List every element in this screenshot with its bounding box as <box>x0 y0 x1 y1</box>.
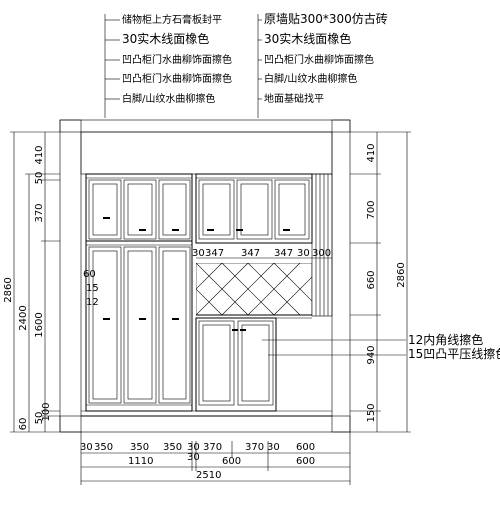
right-side-notes: 12内角线擦色 15凹凸平压线擦色 <box>408 333 500 361</box>
right-lower-cabinet <box>195 317 277 412</box>
dim-b-1110: 1110 <box>128 456 153 467</box>
dim-overall-height-right: 2860 <box>396 262 407 287</box>
floor-slab <box>59 415 351 433</box>
dim-15-inner: 15 <box>86 283 99 294</box>
side-slats <box>311 173 333 317</box>
note-wall-tile: 原墙贴300*300仿古砖 <box>264 11 388 26</box>
dim-410-left: 410 <box>34 145 45 164</box>
dim-1600-left: 1600 <box>34 312 45 337</box>
dim-mid-347b: 347 <box>241 248 260 259</box>
gypsum-board-soffit <box>80 131 333 175</box>
dim-b-30-row2: 30 <box>187 452 200 463</box>
dim-b-30a: 30 <box>80 442 93 453</box>
door-handle-icons <box>103 217 179 320</box>
tile-wall <box>196 263 312 315</box>
dim-60-left: 60 <box>18 418 29 431</box>
dim-b-600a: 600 <box>296 442 315 453</box>
dim-mid-30a: 30 <box>192 248 205 259</box>
dim-50-top: 50 <box>34 172 45 185</box>
note-wood-trim-right: 30实木线面橡色 <box>264 31 351 46</box>
dim-12-inner: 12 <box>86 297 99 308</box>
dim-150-right: 150 <box>366 403 377 422</box>
bottom-dimension-labels: 30 350 350 350 30 370 370 30 600 1110 30… <box>80 442 315 481</box>
left-wardrobe <box>85 173 193 412</box>
dim-b-370a: 370 <box>203 442 222 453</box>
note-door-veneer-1: 凹凸柜门水曲柳饰面擦色 <box>122 53 232 66</box>
left-dimension-lines <box>10 131 60 433</box>
dim-b-600c: 600 <box>296 456 315 467</box>
note-door-veneer-2: 凹凸柜门水曲柳饰面擦色 <box>122 72 232 85</box>
dim-mid-300: 300 <box>312 248 331 259</box>
dim-b-total: 2510 <box>196 470 221 481</box>
note-baseboard: 白脚/山纹水曲柳擦色 <box>122 92 215 105</box>
dim-b-30b: 30 <box>187 442 200 453</box>
note-baseboard-right: 白脚/山纹水曲柳擦色 <box>264 72 357 85</box>
dim-60-inner: 60 <box>83 269 96 280</box>
note-gypsum-board: 储物柜上方石膏板封平 <box>122 13 222 26</box>
right-handle-icons <box>207 229 290 331</box>
dim-b-600b: 600 <box>222 456 241 467</box>
dim-b-30c: 30 <box>267 442 280 453</box>
right-wall <box>331 119 351 433</box>
dim-50-bottom: 50 <box>34 412 45 425</box>
leader-lines <box>104 14 406 356</box>
mid-dimension-row: 30 347 347 347 30 300 <box>192 248 332 259</box>
dim-mid-347a: 347 <box>205 248 224 259</box>
left-lower-doors <box>88 246 191 404</box>
dim-700-right: 700 <box>366 200 377 219</box>
right-cabinet <box>195 173 333 412</box>
right-upper-doors <box>198 179 310 240</box>
dim-b-350b: 350 <box>130 442 149 453</box>
dim-370-left: 370 <box>34 203 45 222</box>
dim-b-370b: 370 <box>245 442 264 453</box>
dim-mid-30b: 30 <box>297 248 310 259</box>
ceiling-slab <box>59 119 351 133</box>
dim-mid-347c: 347 <box>274 248 293 259</box>
wall-structure <box>59 119 351 433</box>
note-floor-leveling: 地面基础找平 <box>264 92 324 105</box>
note-door-veneer-right: 凹凸柜门水曲柳饰面擦色 <box>264 53 374 66</box>
inner-small-dims: 60 15 12 <box>83 269 99 308</box>
dim-940-right: 940 <box>366 345 377 364</box>
top-left-notes: 储物柜上方石膏板封平 30实木线面橡色 凹凸柜门水曲柳饰面擦色 凹凸柜门水曲柳饰… <box>122 13 232 105</box>
dim-660-right: 660 <box>366 270 377 289</box>
note-wood-trim: 30实木线面橡色 <box>122 31 209 46</box>
dim-100-left: 100 <box>41 402 52 421</box>
right-dimension-labels: 410 700 660 940 150 2860 <box>366 143 407 422</box>
left-upper-doors <box>88 179 191 240</box>
dim-overall-height: 2860 <box>3 277 14 302</box>
left-dimension-labels: 2860 2400 60 410 50 370 1600 50 100 <box>3 145 52 430</box>
dim-b-350a: 350 <box>94 442 113 453</box>
note-inner-corner-trim: 12内角线擦色 <box>408 333 483 347</box>
left-wall <box>59 119 82 433</box>
dim-cabinet-height: 2400 <box>18 305 29 330</box>
dim-410-right: 410 <box>366 143 377 162</box>
dim-b-350c: 350 <box>163 442 182 453</box>
bottom-dimension-lines <box>80 432 351 485</box>
right-dimension-lines <box>350 131 411 433</box>
top-right-notes: 原墙贴300*300仿古砖 30实木线面橡色 凹凸柜门水曲柳饰面擦色 白脚/山纹… <box>264 11 388 105</box>
note-flat-press-trim: 15凹凸平压线擦色 <box>408 347 500 361</box>
